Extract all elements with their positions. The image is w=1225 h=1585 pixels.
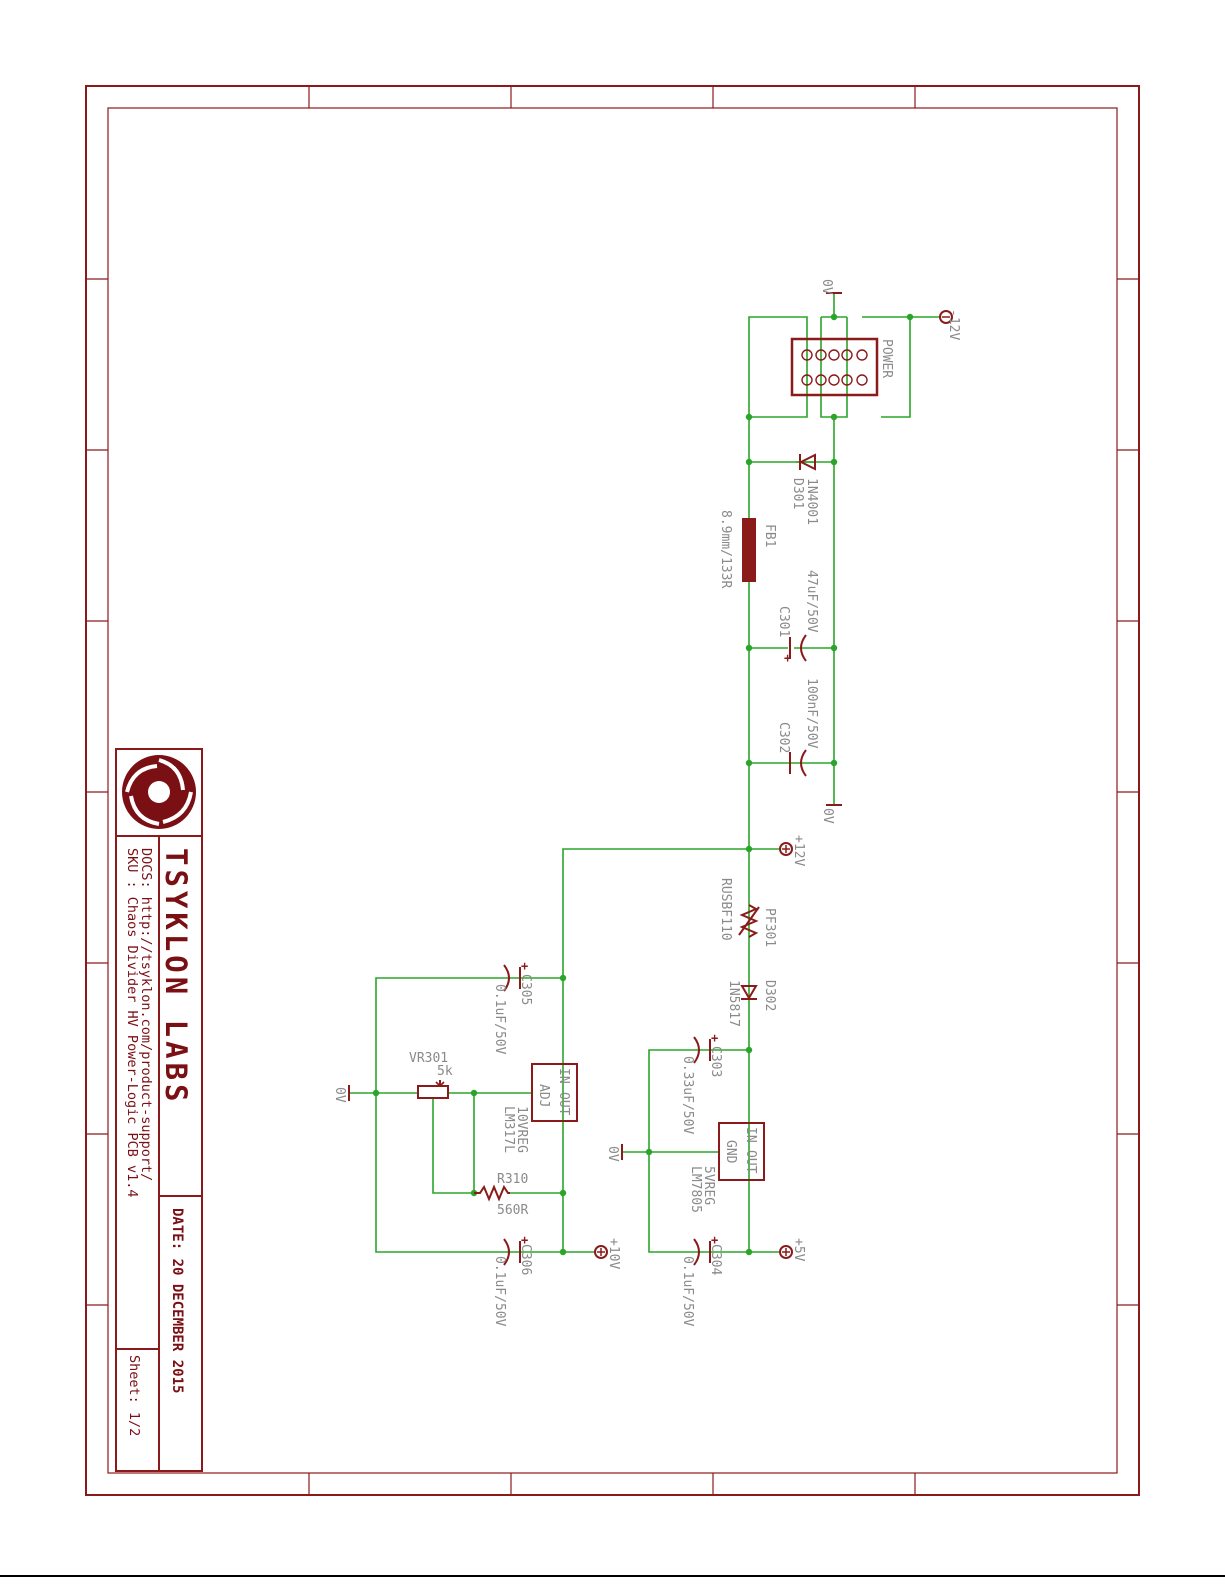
- wires: [349, 294, 940, 1253]
- pos10-symbol: +10V: [594, 1238, 621, 1269]
- svg-text:+: +: [711, 1031, 718, 1045]
- d301-value: 1N4001: [804, 478, 819, 525]
- lm317-value: LM317L: [501, 1106, 516, 1153]
- d302-diode: D302 1N5817: [726, 980, 777, 1027]
- tsyklon-logo: [122, 755, 196, 829]
- lm7805-regulator: IN OUT GND 5VREG LM7805: [688, 1122, 765, 1213]
- pos5-label: +5V: [791, 1238, 806, 1262]
- c306-value: 0.1uF/50V: [492, 1256, 507, 1327]
- lm7805-pin-gnd: GND: [723, 1140, 738, 1164]
- svg-text:+: +: [784, 651, 791, 665]
- vr301-ref: VR301: [409, 1051, 448, 1066]
- power-connector: POWER: [790, 337, 894, 397]
- r310-value: 560R: [497, 1203, 528, 1218]
- pos10-label: +10V: [606, 1238, 621, 1269]
- r310-resistor: R310 560R: [474, 1172, 528, 1218]
- lm7805-value: LM7805: [688, 1166, 703, 1213]
- svg-text:+: +: [711, 1233, 718, 1247]
- c301-capacitor: + 47uF/50V C301: [776, 570, 819, 665]
- lm317-pin-in: IN: [556, 1068, 571, 1084]
- pf301-polyfuse: PF301 RUSBF110: [718, 878, 777, 947]
- c304-value: 0.1uF/50V: [680, 1256, 695, 1327]
- c306-ref: C306: [518, 1244, 533, 1275]
- d302-ref: D302: [762, 980, 777, 1011]
- lm317-ref: 10VREG: [514, 1106, 529, 1153]
- fb1-value: 8.9mm/133R: [718, 510, 733, 588]
- fb1-ref: FB1: [762, 524, 777, 547]
- lm7805-pin-in: IN: [743, 1127, 758, 1143]
- company-name: TSYKLON LABS: [159, 848, 193, 1106]
- c306-capacitor: + C306 0.1uF/50V: [492, 1233, 533, 1327]
- docs-url: DOCS: http://tsyklon.com/product-support…: [138, 848, 154, 1181]
- d302-value: 1N5817: [726, 980, 741, 1027]
- page-bottom-rule: [0, 1575, 1225, 1577]
- c301-value: 47uF/50V: [804, 570, 819, 633]
- pf301-ref: PF301: [762, 908, 777, 947]
- vr301-potentiometer: VR301 5k: [409, 1051, 453, 1099]
- junctions: [372, 313, 914, 1256]
- c305-value: 0.1uF/50V: [492, 984, 507, 1055]
- gnd-right-symbol: 0V: [605, 1144, 623, 1162]
- gnd-top-symbol: 0V: [819, 279, 842, 295]
- drawing-frame: [85, 85, 1140, 1496]
- pf301-value: RUSBF110: [718, 878, 733, 941]
- c303-ref: C303: [708, 1046, 723, 1077]
- lm317-regulator: IN OUT ADJ 10VREG LM317L: [501, 1063, 578, 1153]
- lm7805-ref: 5VREG: [701, 1166, 716, 1205]
- c301-ref: C301: [776, 606, 791, 637]
- gnd-right-label: 0V: [605, 1146, 620, 1162]
- title-block: TSYKLON LABS DOCS: http://tsyklon.com/pr…: [115, 748, 203, 1472]
- c305-capacitor: + C305 0.1uF/50V: [492, 959, 533, 1055]
- pos12-label: +12V: [791, 835, 806, 866]
- r310-ref: R310: [497, 1172, 528, 1187]
- c303-value: 0.33uF/50V: [680, 1056, 695, 1134]
- neg12-symbol: -12V: [939, 309, 961, 340]
- lm317-pin-out: OUT: [556, 1092, 571, 1116]
- c302-capacitor: 100nF/50V C302: [776, 678, 819, 777]
- lm317-pin-adj: ADJ: [536, 1084, 551, 1107]
- vr301-value: 5k: [437, 1064, 453, 1079]
- gnd-left-symbol: 0V: [332, 1085, 350, 1103]
- lm7805-pin-out: OUT: [743, 1150, 758, 1174]
- fb1-ferrite: FB1 8.9mm/133R: [718, 510, 777, 588]
- svg-text:+: +: [521, 959, 528, 973]
- c304-capacitor: + C304 0.1uF/50V: [680, 1233, 723, 1327]
- pos5-symbol: +5V: [779, 1238, 806, 1262]
- c302-ref: C302: [776, 722, 791, 753]
- sheet-number: Sheet: 1/2: [126, 1355, 142, 1436]
- date-text: DATE: 20 DECEMBER 2015: [169, 1208, 185, 1393]
- gnd-mid-label: 0V: [820, 808, 835, 824]
- neg12-label: -12V: [946, 309, 961, 340]
- d301-ref: D301: [790, 478, 805, 509]
- gnd-top-label: 0V: [819, 279, 834, 295]
- svg-text:+: +: [521, 1233, 528, 1247]
- connector-label: POWER: [879, 339, 894, 378]
- c303-capacitor: + C303 0.33uF/50V: [680, 1031, 723, 1134]
- gnd-mid-symbol: 0V: [820, 804, 842, 824]
- pos12-symbol: +12V: [779, 835, 806, 866]
- c304-ref: C304: [708, 1244, 723, 1275]
- c302-value: 100nF/50V: [804, 678, 819, 749]
- gnd-left-label: 0V: [332, 1087, 347, 1103]
- sku-text: SKU : Chaos Divider HV Power-Logic PCB v…: [124, 848, 140, 1198]
- d301-diode: 1N4001 D301: [790, 453, 819, 525]
- c305-ref: C305: [518, 974, 533, 1005]
